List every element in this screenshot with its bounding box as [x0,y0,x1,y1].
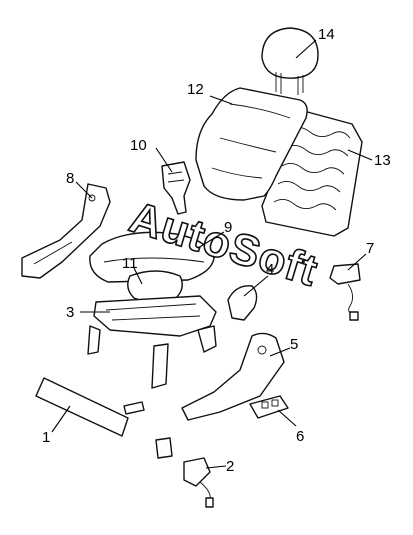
cushion-cover [89,231,215,283]
headrest [261,27,319,95]
backrest-cover [195,87,308,201]
motor-with-connector [183,457,214,508]
bracket [161,161,191,215]
recliner-cover [227,285,258,321]
seat-frame [87,295,217,389]
callout-8: 8 [66,170,74,187]
callouts: 14 12 13 10 8 9 11 7 4 3 5 6 1 2 [42,26,391,475]
inner-side-shield [21,183,111,279]
callout-13: 13 [374,152,391,169]
block [155,437,173,459]
callout-7: 7 [366,240,374,257]
callout-1: 1 [42,429,50,446]
clip [123,401,145,415]
callout-14: 14 [318,26,335,43]
callout-9: 9 [224,219,232,236]
switch-assembly [249,395,289,419]
callout-2: 2 [226,458,234,475]
side-shield [181,332,285,421]
backrest-frame [261,109,363,237]
callout-6: 6 [296,428,304,445]
heater-module [329,263,361,321]
callout-11: 11 [122,255,138,272]
cover-panel [35,377,129,437]
callout-5: 5 [290,336,298,353]
callout-12: 12 [187,81,204,98]
callout-3: 3 [66,304,74,321]
callout-10: 10 [130,137,147,154]
callout-4: 4 [266,261,274,278]
